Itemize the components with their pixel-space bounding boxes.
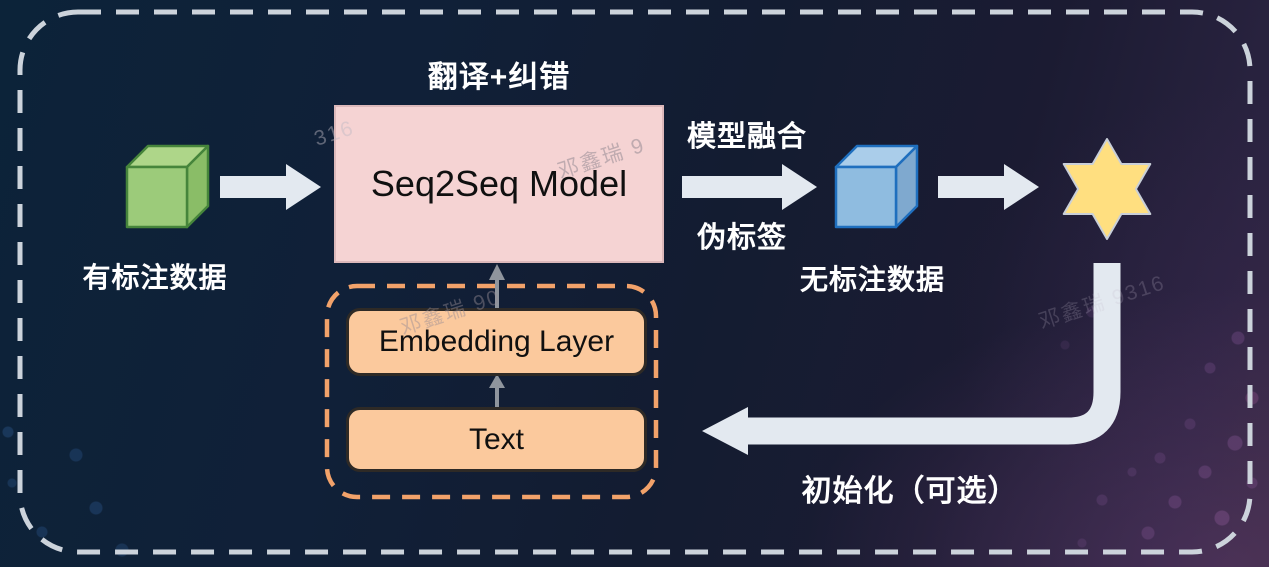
labeled-data-label: 有标注数据 [82,262,228,293]
arrow-right-icon-labeled-to-model [220,164,321,210]
embedding-group-dashed-border [324,283,659,500]
outer-dashed-border [17,9,1253,555]
curved-feedback-arrow-head [702,407,748,455]
text-node-label: Text [468,422,525,456]
embedding-layer-node: Embedding Layer [346,308,647,376]
six-pointed-star-icon [1062,138,1152,240]
model-fusion-label: 模型融合 [686,121,807,153]
text-node: Text [346,407,647,472]
curved-feedback-arrow-shaft [748,263,1121,445]
initialization-optional-label: 初始化（可选） [801,475,1019,508]
green-cube-icon [125,144,210,229]
seq2seq-model-node: Seq2Seq Model [334,105,664,263]
arrow-right-icon-unlabeled-to-star [938,164,1039,210]
seq2seq-model-label: Seq2Seq Model [370,163,628,204]
arrow-right-icon-model-to-unlabeled [682,164,817,210]
top-caption: 翻译+纠错 [427,61,571,94]
up-arrow-head-text-to-embedding [489,374,505,388]
unlabeled-data-label: 无标注数据 [799,264,945,295]
blue-cube-icon [834,144,919,229]
pseudo-label-label: 伪标签 [696,222,787,254]
embedding-layer-label: Embedding Layer [378,325,615,358]
up-arrow-head-embedding-to-model [489,264,505,280]
